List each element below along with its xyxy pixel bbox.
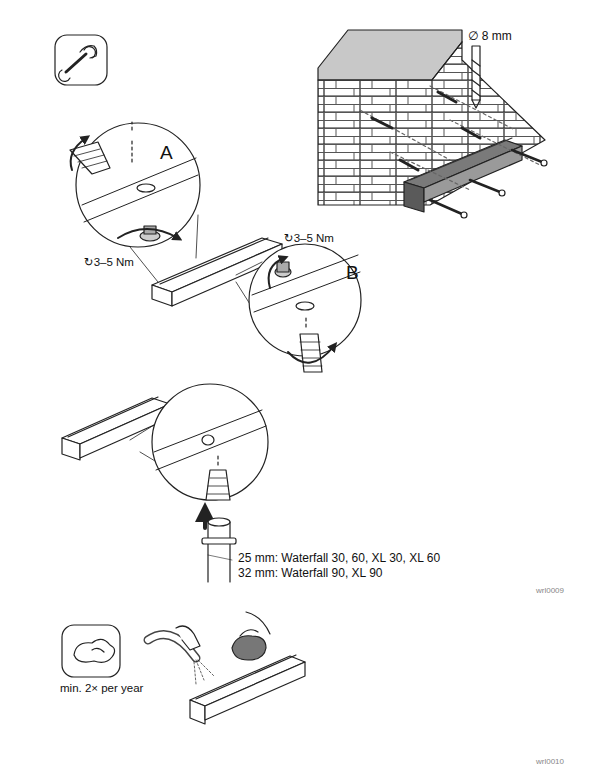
label-text: 32 mm: Waterfall 90, XL 90: [238, 567, 383, 581]
gutter-hose: [62, 384, 268, 582]
gutter-connectors: [70, 122, 361, 372]
callout-letter: A: [160, 142, 173, 164]
callout-letter: B: [346, 262, 359, 284]
label-text: ∅ 8 mm: [468, 30, 512, 44]
gutter-mounted: [404, 138, 522, 212]
cleaning-icon: [62, 625, 120, 677]
label-text: wrl0009: [536, 586, 564, 595]
cleaning-scene: [148, 612, 305, 724]
label-text: 25 mm: Waterfall 30, 60, XL 30, XL 60: [238, 552, 440, 566]
tool-icon: [55, 35, 107, 85]
drill-bit: [472, 46, 480, 108]
label-text: ↻3–5 Nm: [84, 256, 134, 269]
label-text: min. 2× per year: [60, 682, 143, 695]
wall: [318, 30, 545, 205]
screws: [360, 86, 540, 190]
label-text: ↻3–5 Nm: [284, 232, 334, 245]
label-text: wrl0010: [536, 757, 564, 766]
screw-heads: [372, 92, 547, 218]
